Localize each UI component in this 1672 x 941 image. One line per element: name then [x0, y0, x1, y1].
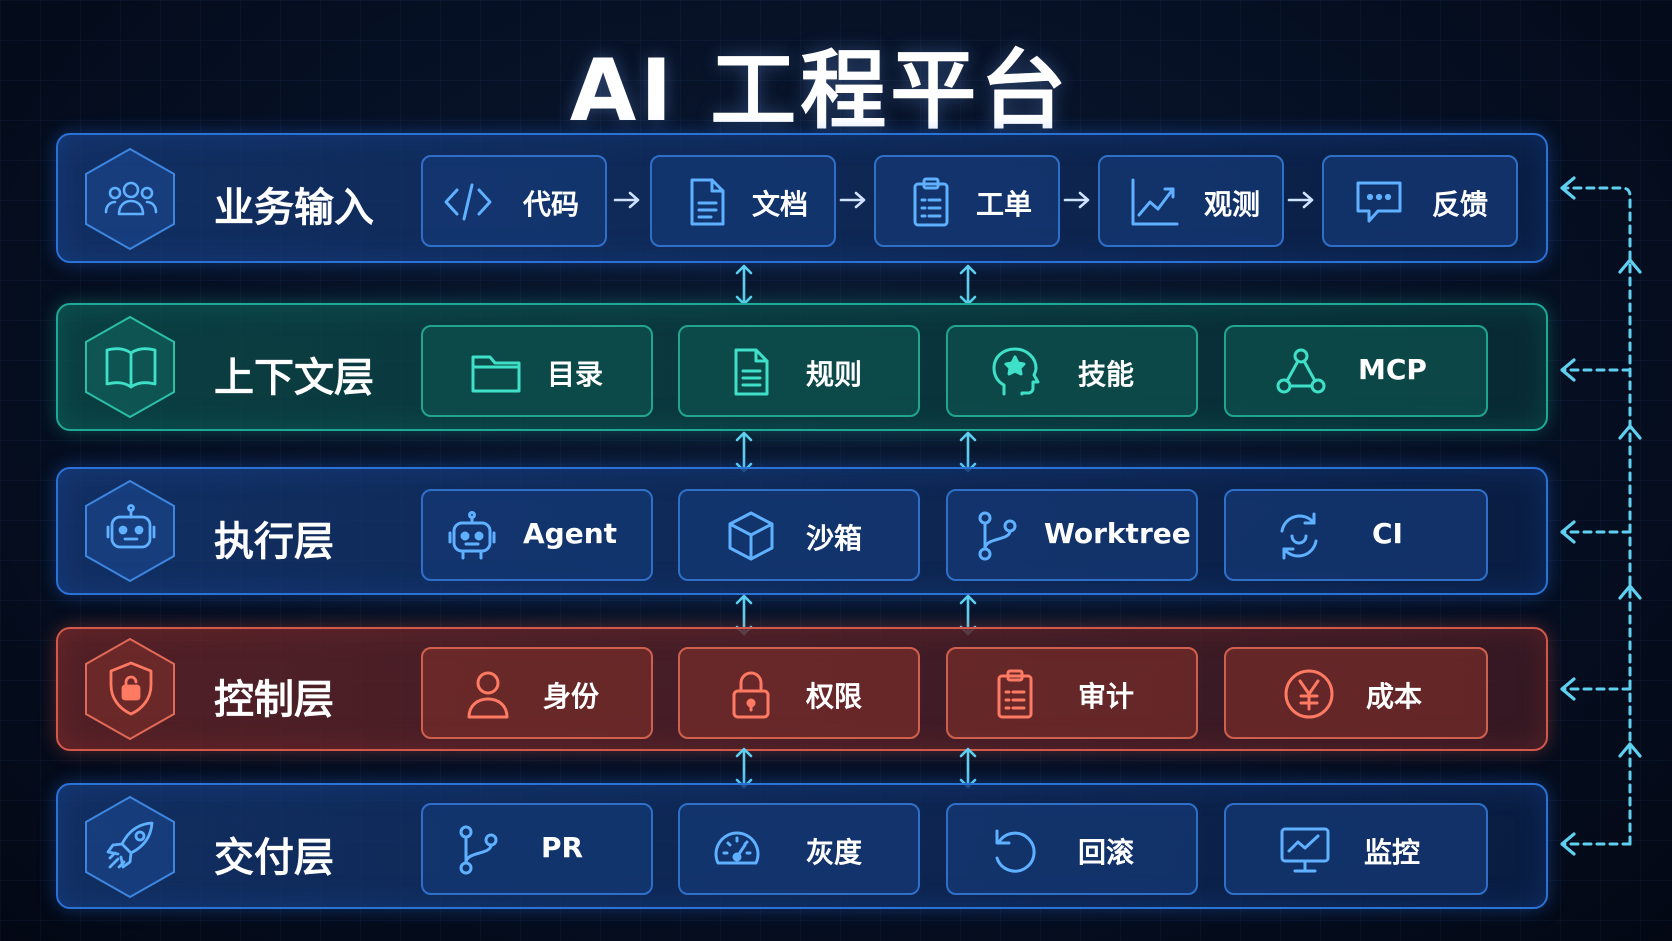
item-label: 目录	[547, 358, 604, 391]
flow-arrow	[839, 191, 866, 209]
item-observe[interactable]: 观测	[1098, 155, 1284, 247]
item-skills[interactable]: 技能	[946, 325, 1198, 417]
layer-label: 交付层	[214, 835, 334, 881]
item-identity[interactable]: 身份	[421, 647, 653, 739]
lock-icon	[724, 667, 778, 721]
document-icon	[724, 345, 778, 399]
item-label: 工单	[976, 188, 1033, 221]
item-label: 规则	[806, 358, 863, 391]
head-star-icon	[988, 345, 1042, 399]
yen-icon	[1282, 667, 1336, 721]
item-audit[interactable]: 审计	[946, 647, 1198, 739]
feedback-loop-connector	[1560, 176, 1642, 856]
item-label: 技能	[1078, 358, 1135, 391]
code-icon	[441, 175, 495, 229]
layer-label: 上下文层	[214, 355, 374, 401]
item-permission[interactable]: 权限	[678, 647, 920, 739]
clipboard-icon	[988, 667, 1042, 721]
item-label: 监控	[1364, 836, 1421, 869]
item-code[interactable]: 代码	[421, 155, 607, 247]
item-sandbox[interactable]: 沙箱	[678, 489, 920, 581]
bidirectional-arrow	[735, 264, 753, 306]
layer-context: 上下文层 目录 规则 技能 MCP	[56, 303, 1548, 431]
item-label: PR	[541, 831, 584, 864]
item-monitoring[interactable]: 监控	[1224, 803, 1488, 895]
document-icon	[680, 175, 734, 229]
sync-icon	[1272, 509, 1326, 563]
item-directory[interactable]: 目录	[421, 325, 653, 417]
item-mcp[interactable]: MCP	[1224, 325, 1488, 417]
clipboard-icon	[904, 175, 958, 229]
item-label: 灰度	[806, 836, 863, 869]
item-label: 权限	[806, 680, 863, 713]
network-icon	[1274, 345, 1328, 399]
layer-label: 控制层	[214, 677, 334, 723]
item-label: 成本	[1366, 680, 1423, 713]
item-label: 反馈	[1432, 188, 1489, 221]
item-label: 观测	[1204, 188, 1261, 221]
item-label: Worktree	[1044, 517, 1191, 550]
item-label: 代码	[523, 188, 580, 221]
layer-delivery: 交付层 PR 灰度 回滚 监控	[56, 783, 1548, 909]
layer-label: 业务输入	[214, 185, 374, 231]
git-branch-icon	[451, 823, 505, 877]
item-worktree[interactable]: Worktree	[946, 489, 1198, 581]
layer-label: 执行层	[214, 519, 334, 565]
item-label: MCP	[1358, 353, 1427, 386]
flow-arrow	[613, 191, 640, 209]
item-feedback[interactable]: 反馈	[1322, 155, 1518, 247]
item-cost[interactable]: 成本	[1224, 647, 1488, 739]
users-icon	[102, 170, 160, 228]
item-rules[interactable]: 规则	[678, 325, 920, 417]
cube-icon	[724, 509, 778, 563]
flow-arrow	[1287, 191, 1314, 209]
open-book-icon	[102, 339, 160, 397]
item-label: 沙箱	[806, 522, 863, 555]
page-title: AI 工程平台	[569, 41, 1071, 141]
item-label: Agent	[523, 517, 618, 550]
robot-icon	[445, 509, 499, 563]
hex-badge	[82, 479, 178, 583]
item-label: 回滚	[1078, 836, 1135, 869]
item-ci[interactable]: CI	[1224, 489, 1488, 581]
folder-icon	[469, 345, 523, 399]
chat-bubble-icon	[1352, 175, 1406, 229]
layer-control: 控制层 身份 权限 审计 成本	[56, 627, 1548, 751]
item-agent[interactable]: Agent	[421, 489, 653, 581]
robot-icon	[102, 501, 160, 559]
gauge-icon	[710, 823, 764, 877]
bidirectional-arrow	[959, 264, 977, 306]
item-label: 文档	[752, 188, 809, 221]
item-canary[interactable]: 灰度	[678, 803, 920, 895]
layer-business-input: 业务输入 代码 文档 工单 观测 反馈	[56, 133, 1548, 263]
shield-lock-icon	[102, 659, 160, 717]
monitor-chart-icon	[1278, 823, 1332, 877]
flow-arrow	[1063, 191, 1090, 209]
rocket-icon	[102, 817, 160, 875]
user-icon	[461, 667, 515, 721]
item-pr[interactable]: PR	[421, 803, 653, 895]
item-label: 身份	[543, 680, 600, 713]
item-label: 审计	[1078, 680, 1135, 713]
item-rollback[interactable]: 回滚	[946, 803, 1198, 895]
item-document[interactable]: 文档	[650, 155, 836, 247]
hex-badge	[82, 147, 178, 251]
git-branch-icon	[970, 509, 1024, 563]
item-label: CI	[1372, 517, 1403, 550]
line-chart-icon	[1128, 175, 1182, 229]
item-ticket[interactable]: 工单	[874, 155, 1060, 247]
layer-execution: 执行层 Agent 沙箱 Worktree CI	[56, 467, 1548, 595]
undo-icon	[988, 823, 1042, 877]
